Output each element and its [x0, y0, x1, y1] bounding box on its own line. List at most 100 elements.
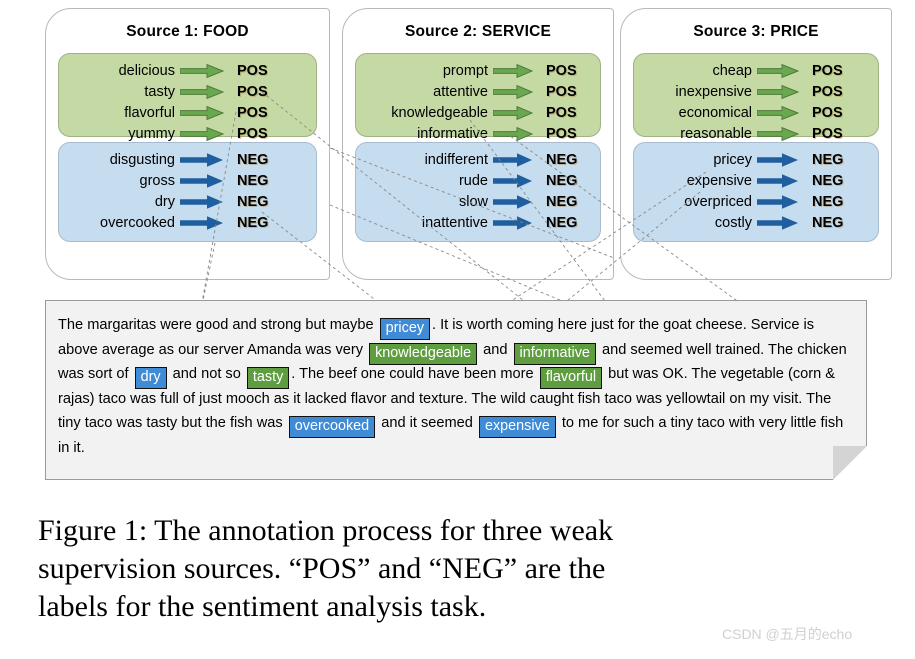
- arrow-right-blue-icon: [175, 194, 229, 209]
- label-pos: POS: [812, 83, 843, 100]
- label-pos: POS: [237, 125, 268, 142]
- review-text-panel: The margaritas were good and strong but …: [45, 300, 867, 480]
- label-pos: POS: [237, 83, 268, 100]
- label-pos: POS: [237, 104, 268, 121]
- source-title: Source 3: PRICE: [693, 23, 819, 40]
- arrow-right-green-icon: [488, 126, 538, 141]
- label-pos: POS: [237, 62, 268, 79]
- label-neg: NEG: [546, 151, 578, 168]
- label-neg: NEG: [546, 172, 578, 189]
- arrow-right-green-icon: [175, 84, 229, 99]
- arrow-right-green-icon: [175, 105, 229, 120]
- label-neg: NEG: [812, 172, 844, 189]
- arrow-right-green-icon: [752, 63, 804, 78]
- source-card-price: Source 3: PRICE cheap POS inexpensive PO…: [620, 8, 892, 280]
- negative-lexicon-box: indifferent NEG rude NEG slow NEG: [355, 142, 601, 242]
- positive-lexicon-box: prompt POS attentive POS knowledgeable P…: [355, 53, 601, 142]
- positive-lexicon-box: cheap POS inexpensive POS economical POS: [633, 53, 879, 142]
- review-text: The margaritas were good and strong but …: [58, 317, 847, 456]
- lexicon-word: overcooked: [100, 214, 175, 231]
- lexicon-row: inattentive NEG: [356, 212, 600, 233]
- arrow-right-blue-icon: [488, 152, 538, 167]
- arrow-right-green-icon: [752, 84, 804, 99]
- lexicon-word: informative: [417, 125, 488, 142]
- arrow-right-green-icon: [488, 84, 538, 99]
- label-neg: NEG: [812, 151, 844, 168]
- positive-lexicon-box: delicious POS tasty POS flavorful POS: [58, 53, 317, 142]
- source-title: Source 2: SERVICE: [404, 23, 552, 40]
- lexicon-row: yummy POS: [59, 123, 316, 144]
- arrow-right-green-icon: [488, 105, 538, 120]
- label-pos: POS: [812, 62, 843, 79]
- label-pos: POS: [812, 104, 843, 121]
- lexicon-word: cheap: [712, 62, 752, 79]
- arrow-right-blue-icon: [175, 152, 229, 167]
- lexicon-word: disgusting: [109, 151, 175, 168]
- lexicon-word: economical: [678, 104, 752, 121]
- page-fold-corner-icon: [833, 446, 867, 480]
- lexicon-word: knowledgeable: [391, 104, 488, 121]
- lexicon-row: dry NEG: [59, 191, 316, 212]
- highlight-positive-tasty: tasty: [246, 367, 290, 389]
- lexicon-word: pricey: [713, 151, 752, 168]
- lexicon-row: slow NEG: [356, 191, 600, 212]
- arrow-right-blue-icon: [488, 173, 538, 188]
- source-card-food: Source 1: FOOD delicious POS tasty POS f…: [45, 8, 330, 280]
- weak-supervision-sources: Source 1: FOOD delicious POS tasty POS f…: [0, 0, 915, 290]
- lexicon-word: reasonable: [680, 125, 752, 142]
- lexicon-row: tasty POS: [59, 81, 316, 102]
- lexicon-row: attentive POS: [356, 81, 600, 102]
- negative-lexicon-box: pricey NEG expensive NEG overpriced NEG: [633, 142, 879, 242]
- arrow-right-blue-icon: [752, 194, 804, 209]
- lexicon-row: overcooked NEG: [59, 212, 316, 233]
- highlight-positive-flavorful: flavorful: [539, 367, 603, 389]
- lexicon-row: delicious POS: [59, 60, 316, 81]
- highlight-negative-expensive: expensive: [478, 416, 556, 438]
- label-neg: NEG: [812, 214, 844, 231]
- lexicon-row: indifferent NEG: [356, 149, 600, 170]
- highlight-positive-knowledgeable: knowledgeable: [369, 342, 478, 365]
- lexicon-word: slow: [458, 193, 488, 210]
- lexicon-word: inexpensive: [675, 83, 752, 100]
- lexicon-row: gross NEG: [59, 170, 316, 191]
- label-neg: NEG: [237, 193, 269, 210]
- negative-lexicon-box: disgusting NEG gross NEG dry NEG: [58, 142, 317, 242]
- label-pos: POS: [546, 125, 577, 142]
- lexicon-row: cheap POS: [634, 60, 878, 81]
- arrow-right-green-icon: [752, 105, 804, 120]
- lexicon-word: attentive: [433, 83, 488, 100]
- label-neg: NEG: [546, 193, 578, 210]
- lexicon-word: tasty: [144, 83, 175, 100]
- lexicon-word: inattentive: [421, 214, 488, 231]
- highlight-negative-overcooked: overcooked: [288, 416, 376, 438]
- figure-caption: Figure 1: The annotation process for thr…: [38, 514, 614, 623]
- lexicon-word: indifferent: [424, 151, 488, 168]
- lexicon-row: pricey NEG: [634, 149, 878, 170]
- watermark: CSDN @五月的echo: [722, 626, 853, 642]
- lexicon-row: overpriced NEG: [634, 191, 878, 212]
- highlight-negative-pricey: pricey: [379, 318, 431, 340]
- lexicon-word: costly: [714, 214, 752, 231]
- arrow-right-blue-icon: [752, 152, 804, 167]
- arrow-right-blue-icon: [752, 215, 804, 230]
- lexicon-word: gross: [139, 172, 175, 189]
- lexicon-row: costly NEG: [634, 212, 878, 233]
- lexicon-word: yummy: [128, 125, 175, 142]
- arrow-right-green-icon: [175, 126, 229, 141]
- source-card-service: Source 2: SERVICE prompt POS attentive P…: [342, 8, 614, 280]
- lexicon-row: knowledgeable POS: [356, 102, 600, 123]
- lexicon-word: delicious: [118, 62, 175, 79]
- arrow-right-blue-icon: [175, 215, 229, 230]
- highlight-negative-dry: dry: [134, 367, 167, 389]
- lexicon-row: expensive NEG: [634, 170, 878, 191]
- label-pos: POS: [546, 62, 577, 79]
- lexicon-row: informative POS: [356, 123, 600, 144]
- lexicon-row: flavorful POS: [59, 102, 316, 123]
- lexicon-word: rude: [458, 172, 488, 189]
- arrow-right-green-icon: [175, 63, 229, 78]
- label-neg: NEG: [237, 214, 269, 231]
- label-neg: NEG: [237, 172, 269, 189]
- lexicon-word: flavorful: [124, 104, 175, 121]
- arrow-right-blue-icon: [175, 173, 229, 188]
- lexicon-word: dry: [154, 193, 175, 210]
